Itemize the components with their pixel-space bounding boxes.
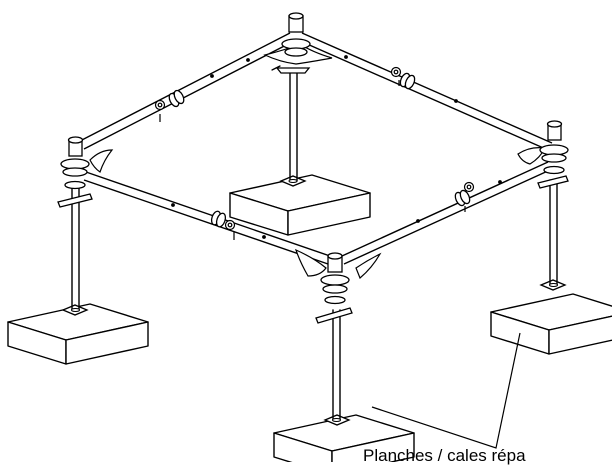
base-board-right — [490, 279, 612, 355]
corner-gussets — [89, 43, 546, 279]
callout-label-boards: Planches / cales répa — [363, 446, 526, 465]
beam-top-right — [297, 32, 553, 151]
beam-bottom-right — [341, 161, 551, 265]
beam-fittings — [154, 55, 502, 240]
beam-top-left — [77, 32, 297, 150]
beam-couplers — [168, 72, 471, 228]
base-board-back — [229, 174, 371, 236]
frame-beams — [77, 32, 553, 265]
stand-front-left — [57, 136, 93, 312]
stand-right — [537, 120, 569, 287]
stand-front — [315, 252, 353, 422]
stand-back-head — [281, 12, 311, 57]
stand-back — [271, 65, 311, 183]
callout-leaders — [371, 332, 521, 449]
base-board-front-left — [7, 303, 149, 365]
beam-bottom-left — [83, 171, 331, 265]
